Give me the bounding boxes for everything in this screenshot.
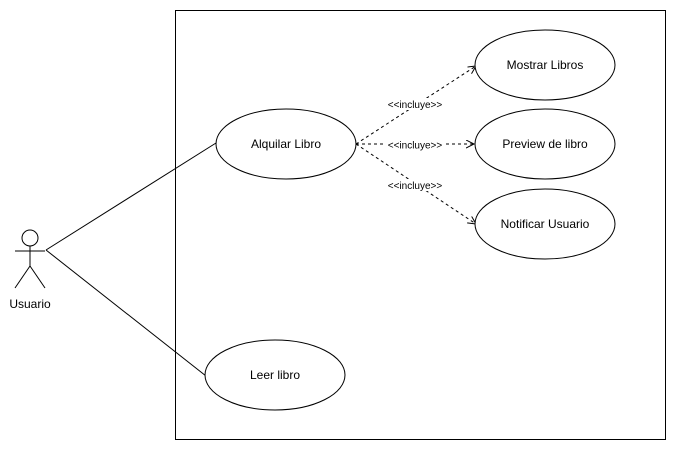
- association-leer: [45, 249, 207, 377]
- use-case-alquilar[interactable]: Alquilar Libro: [215, 108, 357, 180]
- use-case-notificar[interactable]: Notificar Usuario: [474, 188, 616, 260]
- include-label-notificar: <<incluye>>: [388, 181, 443, 192]
- use-case-leer-label: Leer libro: [250, 368, 300, 382]
- use-case-preview[interactable]: Preview de libro: [474, 108, 616, 180]
- use-case-alquilar-label: Alquilar Libro: [251, 137, 321, 151]
- include-label-preview: <<incluye>>: [388, 141, 443, 152]
- use-case-preview-label: Preview de libro: [502, 137, 588, 151]
- use-case-leer[interactable]: Leer libro: [204, 339, 346, 411]
- stick-figure-icon: [14, 229, 46, 289]
- actor-label: Usuario: [9, 297, 51, 311]
- use-case-mostrar-label: Mostrar Libros: [507, 58, 584, 72]
- include-label-mostrar: <<incluye>>: [388, 100, 443, 111]
- use-case-mostrar[interactable]: Mostrar Libros: [474, 29, 616, 101]
- actor-usuario[interactable]: Usuario: [9, 229, 51, 311]
- association-alquilar: [45, 142, 217, 251]
- use-case-notificar-label: Notificar Usuario: [501, 217, 590, 231]
